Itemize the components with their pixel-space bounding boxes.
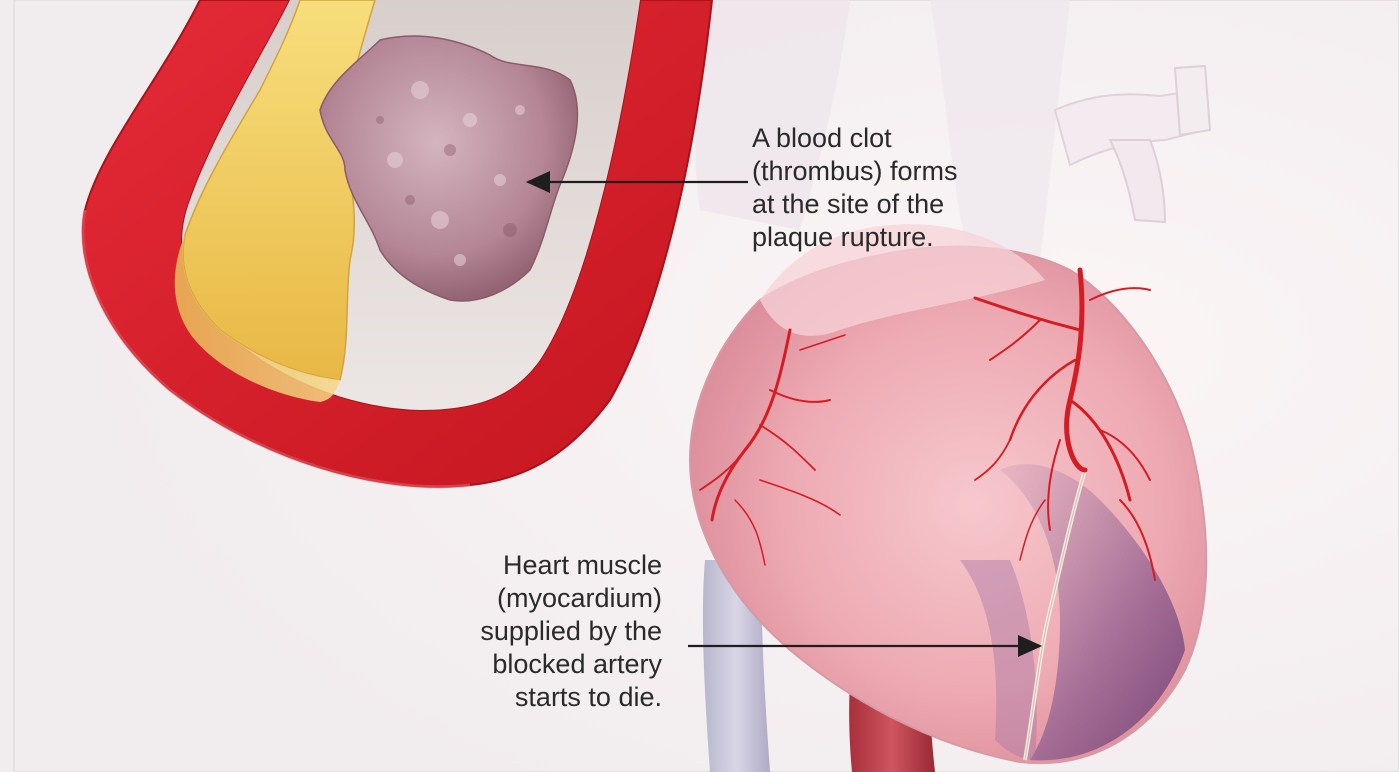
muscle-annotation-line: starts to die. bbox=[380, 681, 662, 714]
clot-annotation: A blood clot (thrombus) forms at the sit… bbox=[752, 122, 1052, 254]
muscle-annotation-line: Heart muscle bbox=[380, 549, 662, 582]
muscle-annotation: Heart muscle (myocardium) supplied by th… bbox=[380, 549, 662, 714]
muscle-annotation-line: supplied by the bbox=[380, 615, 662, 648]
clot-annotation-line: A blood clot bbox=[752, 122, 1052, 155]
clot-annotation-line: at the site of the bbox=[752, 188, 1052, 221]
clot-annotation-line: plaque rupture. bbox=[752, 221, 1052, 254]
muscle-annotation-line: blocked artery bbox=[380, 648, 662, 681]
muscle-annotation-line: (myocardium) bbox=[380, 582, 662, 615]
clot-annotation-line: (thrombus) forms bbox=[752, 155, 1052, 188]
